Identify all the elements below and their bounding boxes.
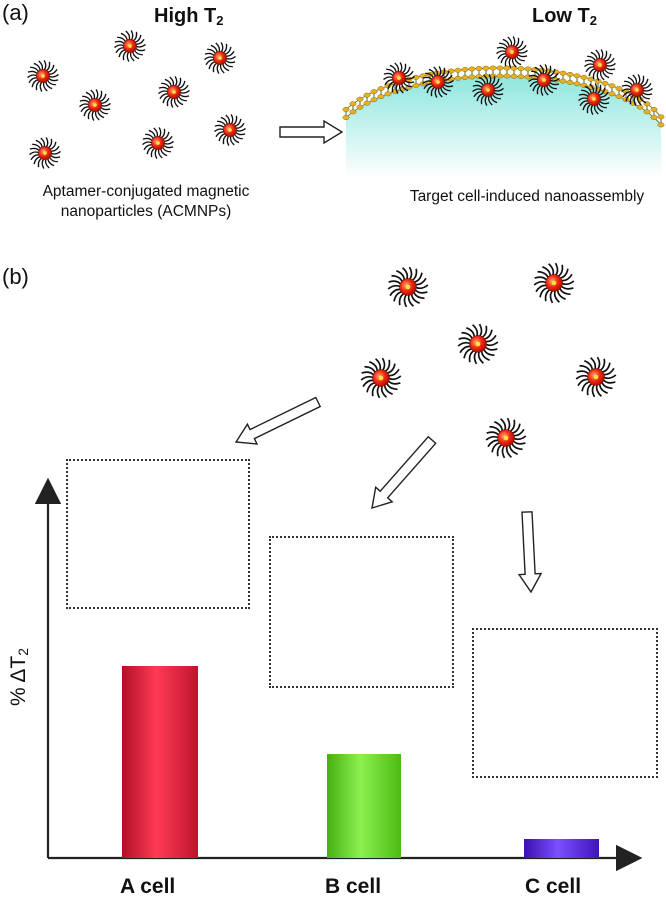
nanoparticle-1 — [204, 42, 236, 74]
bar-a-cell — [122, 666, 198, 858]
category-label-b: B cell — [325, 875, 382, 898]
nanoparticle-3 — [158, 76, 190, 108]
nanoparticle-18 — [457, 323, 499, 365]
arrow-to-a-cell — [234, 396, 322, 445]
category-label-a: A cell — [120, 875, 176, 898]
category-label-c: C cell — [525, 875, 582, 898]
nanoparticle-2 — [27, 60, 59, 92]
y-axis-label: % ΔT2 — [7, 648, 31, 706]
nanoparticle-12 — [584, 49, 616, 81]
bar-c-cell — [524, 838, 599, 858]
nanoparticle-21 — [485, 417, 527, 459]
nanoparticle-13 — [472, 74, 504, 106]
nanoparticle-4 — [79, 89, 111, 121]
nanoassembly-caption: Target cell-induced nanoassembly — [409, 188, 645, 205]
nanoparticle-15 — [621, 74, 653, 106]
arrow-to-c-cell — [517, 511, 543, 594]
inset-c-cell — [472, 628, 658, 778]
nanoparticle-14 — [578, 83, 610, 115]
nanoparticle-8 — [383, 62, 415, 94]
nanoparticle-11 — [528, 64, 560, 96]
panel-b-label: (b) — [2, 264, 29, 289]
nanoparticle-10 — [496, 36, 528, 68]
nanoparticle-0 — [114, 30, 146, 62]
y-axis-label-text: % ΔT — [7, 655, 30, 706]
arrow-assembly — [279, 119, 344, 145]
nanoparticle-20 — [575, 356, 617, 398]
high-t2-subscript: 2 — [216, 13, 224, 28]
high-t2-title: High T2 — [154, 6, 223, 27]
panel-a-label: (a) — [2, 0, 29, 25]
low-t2-title: Low T2 — [532, 6, 597, 27]
low-t2-subscript: 2 — [589, 13, 597, 28]
acmnp-caption-line2: nanoparticles (ACMNPs) — [60, 203, 232, 220]
low-t2-text: Low T — [532, 5, 590, 27]
nanoparticle-5 — [214, 114, 246, 146]
inset-a-cell — [66, 459, 250, 609]
nanoparticle-16 — [387, 266, 429, 308]
nanoparticle-6 — [142, 127, 174, 159]
nanoparticle-19 — [360, 357, 402, 399]
inset-b-cell — [269, 536, 454, 688]
bar-b-cell — [327, 754, 401, 858]
y-axis-label-subscript: 2 — [15, 648, 31, 656]
arrow-to-b-cell — [371, 435, 437, 510]
acmnp-caption-line1: Aptamer-conjugated magnetic — [42, 183, 250, 200]
nanoparticle-17 — [533, 262, 575, 304]
high-t2-text: High T — [154, 5, 217, 27]
nanoparticle-7 — [29, 137, 61, 169]
nanoparticle-9 — [422, 66, 454, 98]
